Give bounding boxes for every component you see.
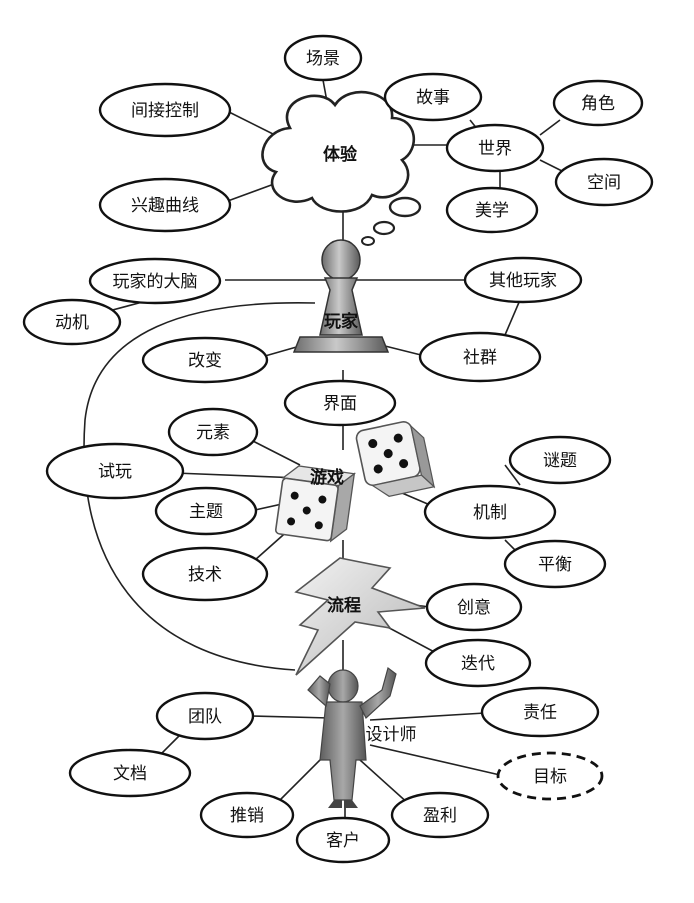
theme-label: 主题	[189, 502, 223, 522]
node-interface[interactable]: 界面	[283, 379, 397, 427]
node-indirect-control[interactable]: 间接控制	[98, 82, 232, 138]
process-label: 流程	[327, 595, 361, 616]
node-document[interactable]: 文档	[68, 748, 192, 798]
node-profit[interactable]: 盈利	[390, 791, 490, 839]
playtest-label: 试玩	[98, 462, 132, 482]
node-world[interactable]: 世界	[445, 123, 545, 173]
node-mechanics[interactable]: 机制	[423, 484, 557, 540]
node-space[interactable]: 空间	[554, 157, 654, 207]
thought-bubbles	[361, 196, 422, 246]
node-client[interactable]: 客户	[295, 816, 391, 864]
other-players-label: 其他玩家	[489, 271, 557, 291]
node-responsibility[interactable]: 责任	[480, 686, 600, 738]
iteration-label: 迭代	[461, 654, 495, 674]
experience-label: 体验	[323, 144, 358, 165]
node-change[interactable]: 改变	[141, 336, 269, 384]
experience-cloud[interactable]: 体验	[261, 90, 416, 213]
community-label: 社群	[463, 348, 497, 368]
node-team[interactable]: 团队	[155, 691, 255, 741]
responsibility-label: 责任	[523, 703, 557, 723]
world-label: 世界	[478, 139, 512, 159]
node-iteration[interactable]: 迭代	[424, 638, 532, 688]
creativity-label: 创意	[457, 598, 491, 618]
motivation-label: 动机	[55, 313, 89, 333]
mechanics-label: 机制	[473, 503, 507, 523]
node-theme[interactable]: 主题	[154, 486, 258, 536]
space-label: 空间	[587, 173, 621, 193]
game-label: 游戏	[310, 467, 344, 488]
process-lightning[interactable]: 流程	[294, 557, 426, 676]
interest-curve-label: 兴趣曲线	[131, 196, 199, 216]
interface-label: 界面	[323, 394, 357, 414]
player-brain-label: 玩家的大脑	[113, 272, 198, 292]
aesthetics-label: 美学	[475, 201, 509, 221]
balance-label: 平衡	[538, 555, 572, 575]
node-elements[interactable]: 元素	[167, 407, 259, 457]
node-other-players[interactable]: 其他玩家	[463, 256, 583, 304]
node-interest-curve[interactable]: 兴趣曲线	[98, 177, 232, 233]
elements-label: 元素	[196, 423, 230, 443]
node-player-brain[interactable]: 玩家的大脑	[88, 257, 222, 305]
player-label: 玩家	[324, 311, 358, 332]
node-goal[interactable]: 目标	[496, 751, 604, 801]
node-motivation[interactable]: 动机	[22, 298, 122, 346]
node-technology[interactable]: 技术	[141, 546, 269, 602]
marketing-label: 推销	[230, 806, 264, 826]
client-label: 客户	[326, 831, 360, 851]
node-scene[interactable]: 场景	[283, 34, 363, 82]
player-pawn[interactable]: 玩家	[292, 239, 390, 353]
node-community[interactable]: 社群	[418, 331, 542, 383]
change-label: 改变	[188, 351, 222, 371]
node-story[interactable]: 故事	[383, 72, 483, 122]
scene-label: 场景	[306, 49, 340, 69]
document-label: 文档	[113, 764, 147, 784]
technology-label: 技术	[188, 565, 222, 585]
designer-figure[interactable]: 设计师	[307, 666, 417, 808]
node-balance[interactable]: 平衡	[503, 539, 607, 589]
profit-label: 盈利	[423, 806, 457, 826]
team-label: 团队	[188, 707, 222, 727]
designer-label: 设计师	[366, 725, 417, 745]
node-marketing[interactable]: 推销	[199, 791, 295, 839]
game-dice[interactable]: 游戏	[274, 418, 436, 543]
puzzle-label: 谜题	[543, 451, 577, 471]
goal-label: 目标	[533, 767, 567, 787]
indirect-control-label: 间接控制	[131, 101, 199, 121]
node-puzzle[interactable]: 谜题	[508, 435, 612, 485]
node-aesthetics[interactable]: 美学	[445, 186, 539, 234]
node-playtest[interactable]: 试玩	[45, 442, 185, 500]
story-label: 故事	[416, 88, 450, 108]
character-label: 角色	[581, 94, 615, 114]
node-creativity[interactable]: 创意	[425, 582, 523, 632]
node-character[interactable]: 角色	[552, 79, 644, 127]
